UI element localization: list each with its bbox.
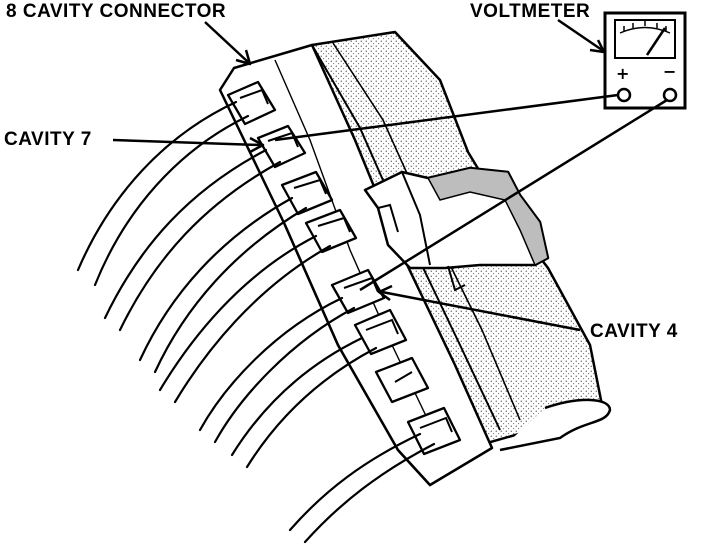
wire-6-edge xyxy=(245,346,378,469)
connector-leader-arrow xyxy=(235,49,252,66)
cavity7-leader xyxy=(112,138,261,147)
wire-6 xyxy=(230,336,364,457)
cavity7-leader-arrow xyxy=(249,136,265,154)
voltmeter-label: VOLTMETER xyxy=(470,1,591,22)
plus-terminal xyxy=(616,87,632,103)
minus-terminal xyxy=(662,87,678,103)
voltmeter-ticks xyxy=(623,21,667,31)
cavity7-label: CAVITY 7 xyxy=(4,129,92,150)
minus-sign: − xyxy=(663,62,677,81)
wire-2-edge xyxy=(118,160,282,332)
connector-leader xyxy=(204,21,249,63)
wire-1 xyxy=(76,100,238,272)
cavity-opening-7 xyxy=(374,356,430,404)
wire-5-edge xyxy=(213,306,356,444)
cavity-opening-4 xyxy=(304,208,358,254)
leader-lines xyxy=(112,18,606,332)
voltmeter-leader xyxy=(557,18,603,52)
voltmeter xyxy=(603,11,687,110)
plus-sign: + xyxy=(616,64,630,83)
cavity4-leader xyxy=(381,290,581,332)
wire-2 xyxy=(103,148,268,320)
negative-test-lead xyxy=(359,98,668,292)
cavity-opening-5 xyxy=(330,268,386,315)
wire-4 xyxy=(158,234,318,392)
locking-tab-slot xyxy=(377,203,399,233)
wire-5 xyxy=(198,296,344,432)
wire-4-edge xyxy=(173,244,332,404)
cavity4-leader-arrow xyxy=(377,284,393,302)
voltmeter-dial xyxy=(614,19,676,59)
connector-lip xyxy=(499,398,612,452)
cavity-opening-3 xyxy=(280,170,334,216)
locking-tab-tip xyxy=(447,265,466,292)
wire-8 xyxy=(288,432,422,532)
voltmeter-scale xyxy=(619,26,671,34)
cavity4-label: CAVITY 4 xyxy=(590,321,678,342)
positive-test-lead xyxy=(274,93,619,142)
wire-8-edge xyxy=(303,442,436,544)
voltmeter-leader-arrow xyxy=(589,39,606,54)
wire-1-edge xyxy=(93,114,250,287)
connector-label: 8 CAVITY CONNECTOR xyxy=(6,1,227,22)
voltmeter-needle xyxy=(645,27,667,56)
terminal-slots xyxy=(239,88,453,433)
wires xyxy=(76,100,436,544)
wire-3-edge xyxy=(153,206,308,374)
wire-3 xyxy=(138,196,294,362)
